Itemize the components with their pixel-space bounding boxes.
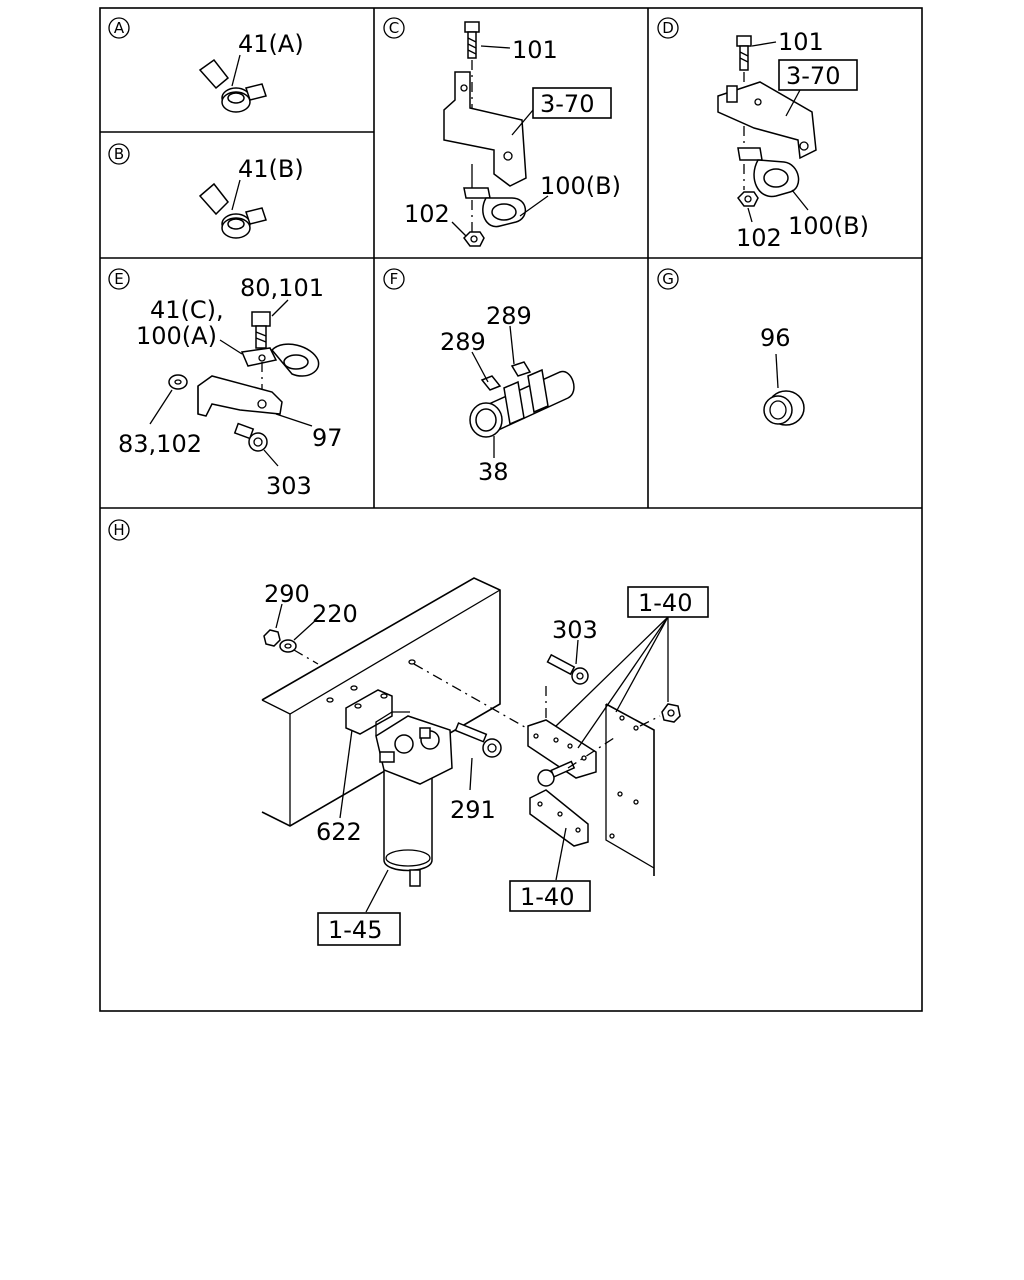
label-290: 290 bbox=[264, 580, 310, 608]
label-38: 38 bbox=[478, 458, 509, 486]
label-102: 102 bbox=[736, 224, 782, 252]
section-marker-b: B bbox=[108, 143, 130, 165]
section-marker-e: E bbox=[108, 268, 130, 290]
label-3-70: 3-70 bbox=[540, 90, 594, 118]
bracket-icon bbox=[443, 71, 527, 187]
section-letter-h: H bbox=[113, 521, 124, 539]
label-289b: 289 bbox=[486, 302, 532, 330]
grid-frame bbox=[99, 7, 923, 1012]
nut-icon bbox=[463, 231, 485, 247]
plate-icon bbox=[605, 703, 655, 876]
label-303: 303 bbox=[266, 472, 312, 500]
band-clamp-icon bbox=[480, 361, 549, 426]
section-letter-f: F bbox=[390, 270, 399, 288]
p-clip-icon bbox=[240, 343, 320, 377]
bolt-icon bbox=[464, 21, 480, 59]
label-289a: 289 bbox=[440, 328, 486, 356]
section-b: 41(B) bbox=[198, 155, 304, 239]
fuel-filter-icon bbox=[375, 711, 453, 887]
label-102: 102 bbox=[404, 200, 450, 228]
label-622: 622 bbox=[316, 818, 362, 846]
label-80-101: 80,101 bbox=[240, 274, 324, 302]
section-letter-b: B bbox=[114, 145, 124, 163]
section-a: 41(A) bbox=[198, 30, 304, 113]
label-303: 303 bbox=[552, 616, 598, 644]
label-1-40: 1-40 bbox=[638, 589, 692, 617]
label-96: 96 bbox=[760, 324, 791, 352]
section-marker-d: D bbox=[657, 17, 679, 39]
ref-box-3-70 bbox=[532, 87, 612, 119]
section-letter-a: A bbox=[114, 19, 125, 37]
section-d: 101 3-70 100(B) 102 bbox=[717, 28, 869, 252]
section-f: 289 289 38 bbox=[440, 302, 575, 486]
label-1-40: 1-40 bbox=[520, 883, 574, 911]
bracket-icon bbox=[717, 81, 817, 160]
bracket-icon bbox=[527, 719, 597, 779]
bracket-icon bbox=[197, 375, 283, 417]
label-41b: 41(B) bbox=[238, 155, 304, 183]
section-marker-c: C bbox=[383, 17, 405, 39]
ring-icon bbox=[763, 390, 805, 426]
label-100a: 100(A) bbox=[136, 322, 217, 350]
p-clip-icon bbox=[463, 187, 526, 228]
hose-icon bbox=[469, 370, 575, 438]
p-clip-icon bbox=[737, 147, 800, 198]
label-41a: 41(A) bbox=[238, 30, 304, 58]
label-83-102: 83,102 bbox=[118, 430, 202, 458]
bolt-icon bbox=[454, 722, 502, 758]
label-41c: 41(C), bbox=[150, 296, 224, 324]
nut-icon bbox=[661, 703, 681, 723]
bolt-icon bbox=[537, 760, 576, 787]
bolt-icon bbox=[736, 35, 752, 71]
nut-icon bbox=[263, 629, 281, 647]
label-100b: 100(B) bbox=[540, 172, 621, 200]
section-h: 290 220 622 1-45 29 bbox=[261, 577, 709, 946]
label-3-70: 3-70 bbox=[786, 62, 840, 90]
ref-box-1-45 bbox=[317, 912, 401, 946]
section-letter-d: D bbox=[662, 19, 674, 37]
section-marker-f: F bbox=[383, 268, 405, 290]
section-letter-g: G bbox=[662, 270, 674, 288]
section-g: 96 bbox=[760, 324, 805, 426]
ref-box-3-70 bbox=[778, 59, 858, 91]
washer-icon bbox=[168, 374, 188, 390]
section-marker-g: G bbox=[657, 268, 679, 290]
label-1-45: 1-45 bbox=[328, 916, 382, 944]
washer-icon bbox=[279, 639, 297, 653]
spacer-icon bbox=[345, 689, 393, 735]
section-c: 101 3-70 100(B) 102 bbox=[404, 21, 621, 247]
label-101: 101 bbox=[512, 36, 558, 64]
bolt-icon bbox=[233, 422, 268, 452]
label-291: 291 bbox=[450, 796, 496, 824]
label-100b: 100(B) bbox=[788, 212, 869, 240]
label-220: 220 bbox=[312, 600, 358, 628]
section-letter-e: E bbox=[114, 270, 123, 288]
hose-clamp-icon bbox=[198, 182, 267, 239]
ref-box-1-40 bbox=[509, 880, 591, 912]
section-marker-a: A bbox=[108, 17, 130, 39]
bolt-icon bbox=[251, 311, 271, 349]
label-101: 101 bbox=[778, 28, 824, 56]
label-97: 97 bbox=[312, 424, 343, 452]
hose-clamp-icon bbox=[198, 58, 267, 113]
nut-icon bbox=[737, 191, 759, 207]
bolt-icon bbox=[546, 653, 589, 685]
section-marker-h: H bbox=[108, 519, 130, 541]
frame-rail-icon bbox=[261, 577, 501, 827]
section-e: 80,101 41(C), 100(A) 83,102 bbox=[118, 274, 343, 500]
section-letter-c: C bbox=[389, 19, 399, 37]
bracket-icon bbox=[529, 789, 589, 847]
